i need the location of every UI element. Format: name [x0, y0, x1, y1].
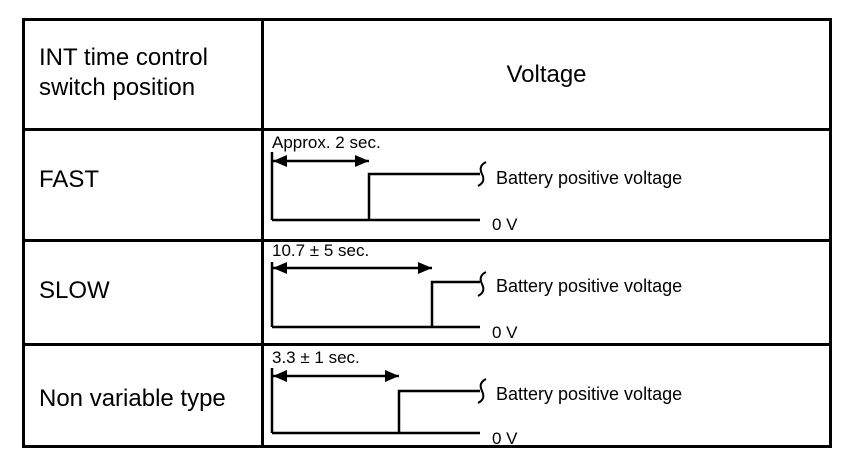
header-divider [25, 128, 829, 131]
duration-label: 10.7 ± 5 sec. [272, 241, 369, 260]
column-divider [261, 21, 264, 445]
signal-trace [270, 368, 480, 435]
high-voltage-label: Battery positive voltage [496, 168, 682, 188]
arrowhead-right-icon [418, 262, 432, 274]
brace-icon [477, 161, 487, 187]
arrowhead-right-icon [355, 155, 369, 167]
signal-trace [270, 152, 480, 222]
duration-label: 3.3 ± 1 sec. [272, 348, 360, 367]
duration-label: Approx. 2 sec. [272, 133, 381, 152]
header-voltage-label: Voltage [264, 21, 829, 128]
zero-voltage-label: 0 V [492, 429, 518, 448]
arrowhead-left-icon [273, 155, 287, 167]
arrowhead-right-icon [385, 370, 399, 382]
row-divider-1 [25, 239, 829, 242]
brace-icon [477, 271, 487, 297]
row-divider-2 [25, 343, 829, 346]
waveform-fast: Approx. 2 sec. Battery positive voltage … [270, 133, 682, 234]
header-position-line1: INT time control [39, 44, 208, 71]
zero-voltage-label: 0 V [492, 323, 518, 342]
header-position-line2: switch position [39, 74, 196, 101]
high-voltage-label: Battery positive voltage [496, 276, 682, 296]
zero-voltage-label: 0 V [492, 215, 518, 234]
high-voltage-label: Battery positive voltage [496, 384, 682, 404]
signal-trace [270, 262, 480, 329]
row-position-slow: SLOW [39, 277, 110, 304]
voltage-table: INT time control switch position Voltage… [22, 18, 832, 448]
row-position-fast: FAST [39, 166, 100, 193]
header-position-label: INT time control switch position [39, 43, 208, 103]
waveform-slow: 10.7 ± 5 sec. Battery positive voltage 0… [270, 241, 682, 342]
arrowhead-left-icon [273, 262, 287, 274]
waveform-nonvariable: 3.3 ± 1 sec. Battery positive voltage 0 … [270, 348, 682, 448]
arrowhead-left-icon [273, 370, 287, 382]
row-position-nonvariable: Non variable type [39, 385, 226, 412]
brace-icon [477, 378, 487, 404]
header-voltage-text: Voltage [506, 60, 587, 88]
